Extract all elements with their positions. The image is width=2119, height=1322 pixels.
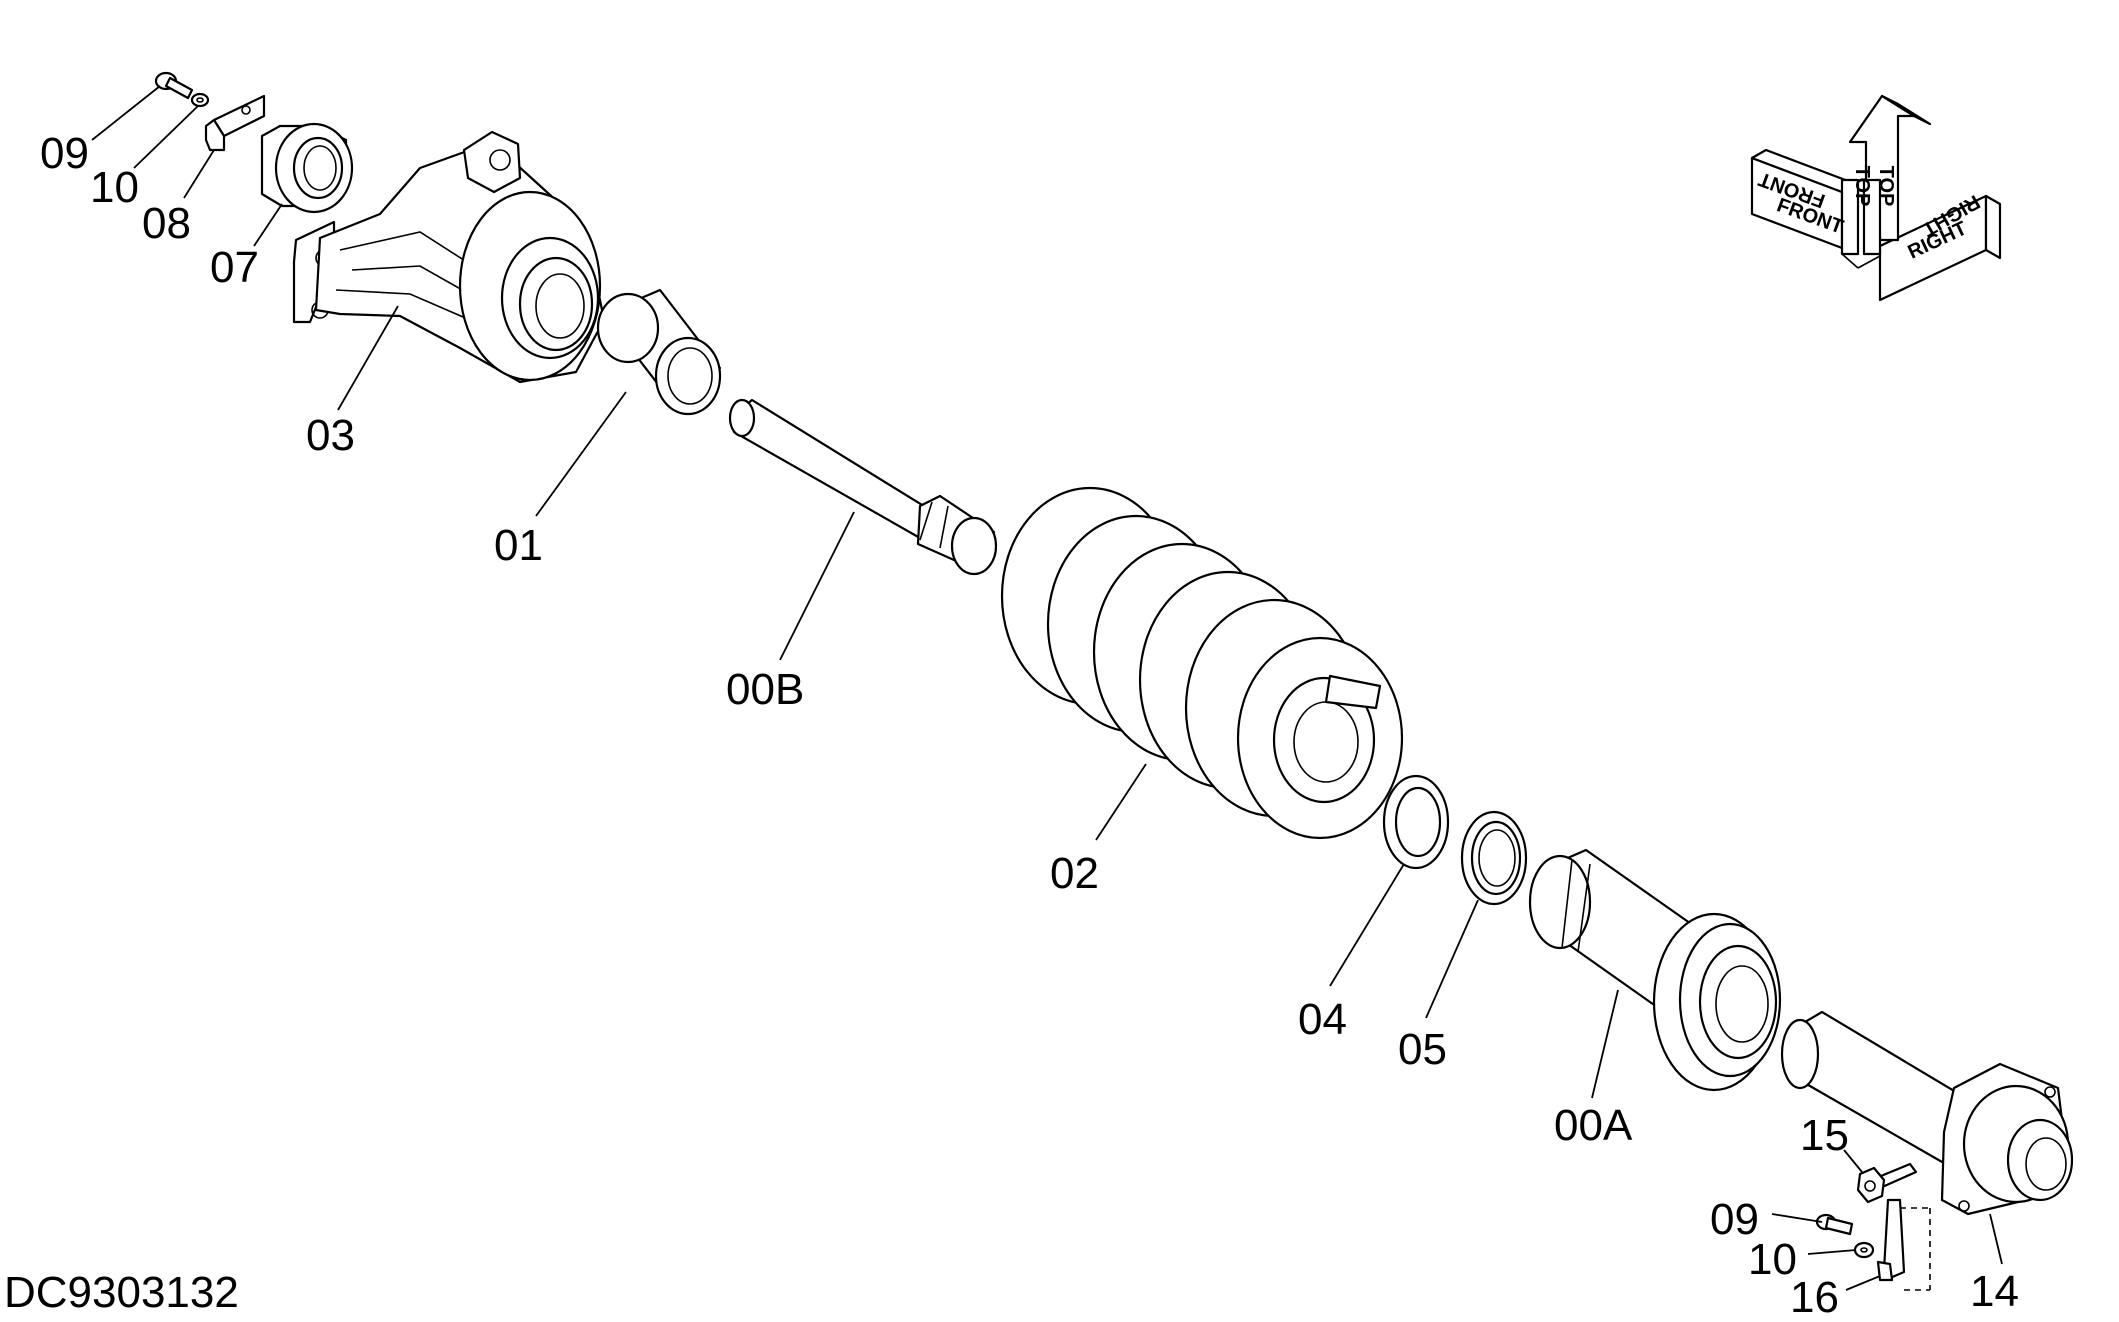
label-09-upper: 09 — [40, 129, 89, 178]
label-05: 05 — [1398, 1025, 1447, 1074]
label-09-lower: 09 — [1710, 1195, 1759, 1244]
label-08: 08 — [142, 199, 191, 248]
bracket-08 — [204, 94, 266, 152]
label-10-lower: 10 — [1748, 1235, 1797, 1284]
washer-10-lower — [1853, 1241, 1875, 1259]
bushing-01 — [596, 288, 722, 416]
label-01: 01 — [494, 521, 543, 570]
ring-05 — [1460, 810, 1528, 906]
drawing-id: DC9303132 — [4, 1268, 239, 1317]
piston-00a — [1528, 848, 1782, 1092]
orientation-top-label-2: TOP — [1875, 166, 1897, 207]
leader-lines — [91, 85, 2003, 1291]
part-labels: 09 10 08 07 03 01 00B 02 04 05 00A 15 09… — [40, 129, 2019, 1322]
ring-04 — [1382, 774, 1450, 870]
spring-02 — [1000, 486, 1404, 840]
housing-03 — [292, 130, 606, 384]
label-15: 15 — [1800, 1111, 1849, 1160]
bolt-09-lower — [1815, 1213, 1854, 1236]
orientation-indicator: FRONT FRONT TOP TOP RIGHT RIGHT — [1750, 94, 2002, 302]
orientation-top-label-1: TOP — [1851, 166, 1873, 207]
label-00a: 00A — [1554, 1101, 1633, 1150]
fitting-15 — [1856, 1162, 1918, 1204]
washer-10-upper — [190, 92, 210, 108]
label-02: 02 — [1050, 849, 1099, 898]
rod-00b — [728, 398, 998, 576]
label-07: 07 — [210, 243, 259, 292]
bolt-09-upper — [154, 71, 194, 100]
label-16: 16 — [1790, 1273, 1839, 1322]
label-03: 03 — [306, 411, 355, 460]
label-00b: 00B — [726, 665, 804, 714]
plug-14 — [1780, 1010, 2074, 1216]
bracket-16 — [1876, 1198, 1931, 1291]
cap-07 — [260, 122, 354, 214]
label-14: 14 — [1970, 1267, 2019, 1316]
label-04: 04 — [1298, 995, 1347, 1044]
label-10-upper: 10 — [90, 163, 139, 212]
